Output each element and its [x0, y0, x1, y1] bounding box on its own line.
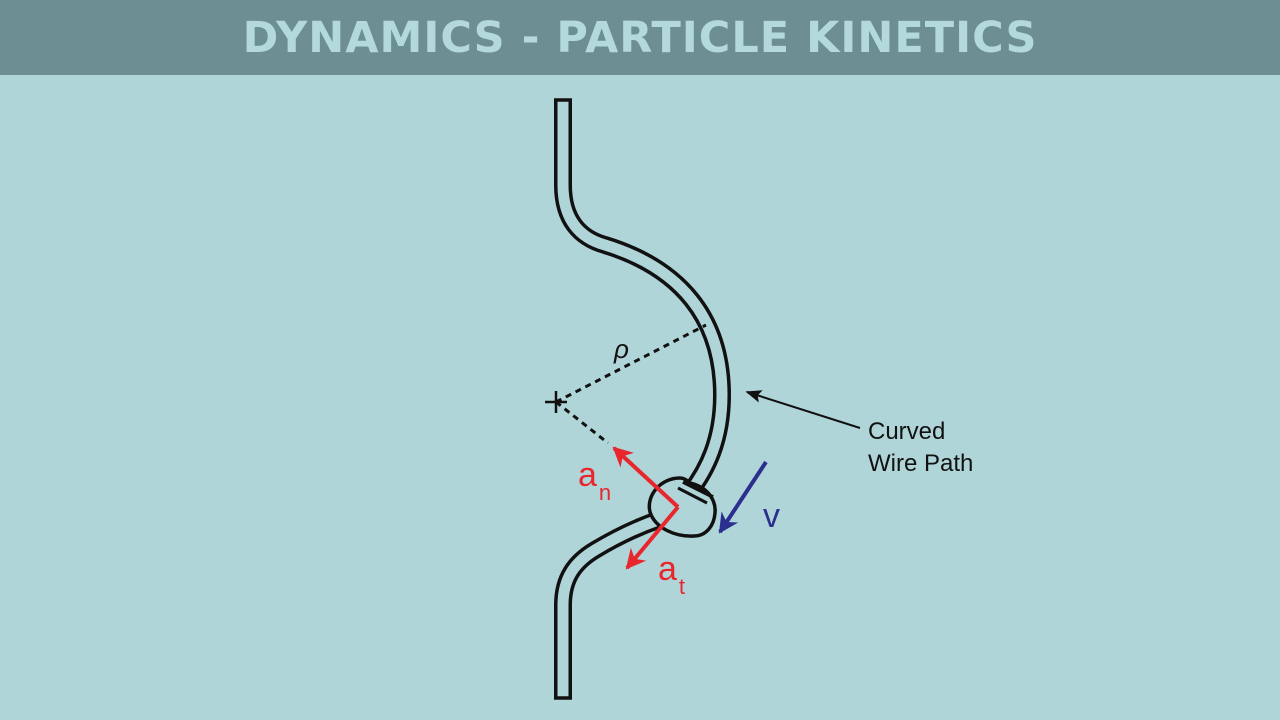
at-main: a [658, 550, 677, 588]
title-bar: DYNAMICS - PARTICLE KINETICS [0, 0, 1280, 75]
an-sub: n [599, 480, 611, 505]
wire-label-line2: Wire Path [868, 450, 973, 477]
wire-label-line1: Curved [868, 418, 945, 445]
curved-wire [554, 98, 732, 700]
radius-line [555, 323, 707, 404]
normal-line [555, 400, 609, 445]
at-sub: t [679, 574, 685, 599]
velocity-arrow [718, 460, 768, 534]
at-label: at [658, 550, 685, 599]
an-main: a [578, 456, 597, 494]
an-label: an [578, 456, 611, 505]
tangential-acceleration-arrow [625, 505, 680, 570]
page-title: DYNAMICS - PARTICLE KINETICS [242, 12, 1038, 63]
rho-label: ρ [613, 334, 629, 364]
wire-pointer-arrow [745, 390, 861, 429]
v-label: v [763, 497, 780, 535]
normal-acceleration-arrow [612, 446, 680, 509]
